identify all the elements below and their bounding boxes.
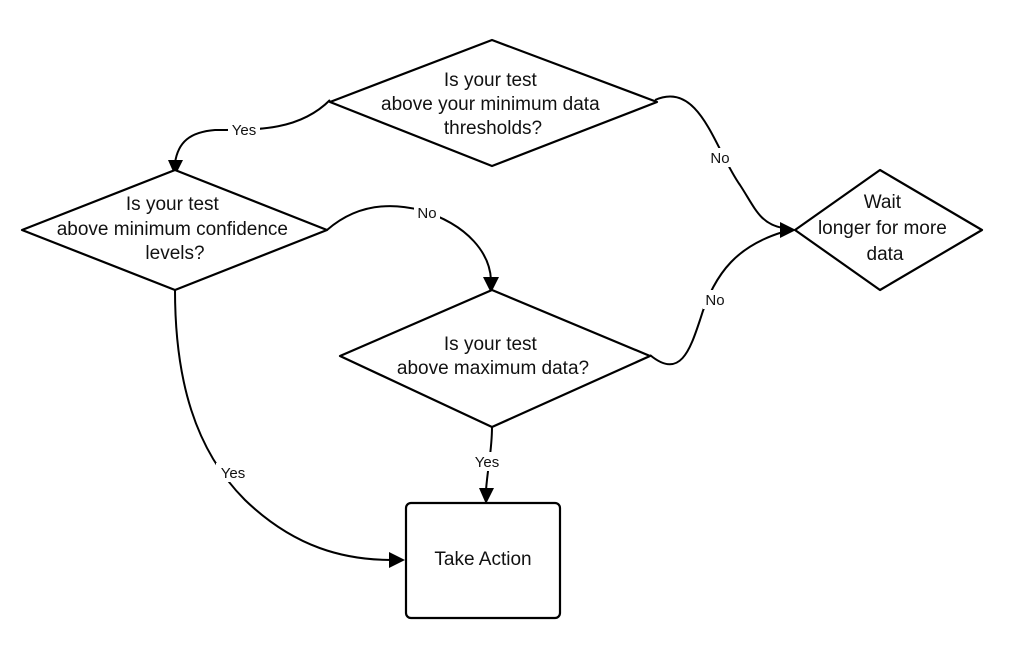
edge-label-max-data-no: No [705,292,724,309]
edge-label-max-data-yes: Yes [475,454,499,471]
decision-min-confidence-text: Is your test above minimum confidence le… [57,194,294,264]
decision-max-data-shape [338,288,652,429]
decision-min-data: Is your test above your minimum data thr… [328,38,659,168]
edge-min-data-to-wait [654,95,784,229]
arrowhead-wait-top [780,222,796,238]
decision-min-data-text: Is your test above your minimum data thr… [381,70,605,139]
edge-max-data-to-wait [649,231,784,366]
arrowhead-max-data [483,277,499,293]
edge-label-confidence-yes: Yes [221,465,245,482]
process-take-action-text: Take Action [434,549,531,570]
arrowheads [168,160,796,568]
decision-wait: Wait longer for more data [793,168,984,292]
arrowhead-action-top [479,488,494,504]
edge-label-confidence-no: No [417,205,436,222]
decision-max-data-text: Is your test above maximum data? [397,334,589,379]
edge-confidence-to-action [174,289,393,561]
decision-min-confidence-shape [20,168,329,292]
decision-max-data: Is your test above maximum data? [338,288,652,429]
edge-confidence-to-max-data [326,205,492,281]
decision-min-data-shape [328,38,659,168]
edge-labels: Yes No No Yes No Yes [216,120,732,482]
decision-wait-shape [793,168,984,292]
process-take-action: Take Action [404,501,562,620]
edge-label-min-data-yes: Yes [232,122,256,139]
decision-min-confidence: Is your test above minimum confidence le… [20,168,329,292]
edge-min-data-to-confidence [174,99,331,164]
arrowhead-action-left [389,552,405,568]
arrowhead-confidence [168,160,183,176]
edge-label-min-data-no: No [710,150,729,167]
process-take-action-shape [404,501,562,620]
decision-wait-text: Wait longer for more data [818,192,952,265]
